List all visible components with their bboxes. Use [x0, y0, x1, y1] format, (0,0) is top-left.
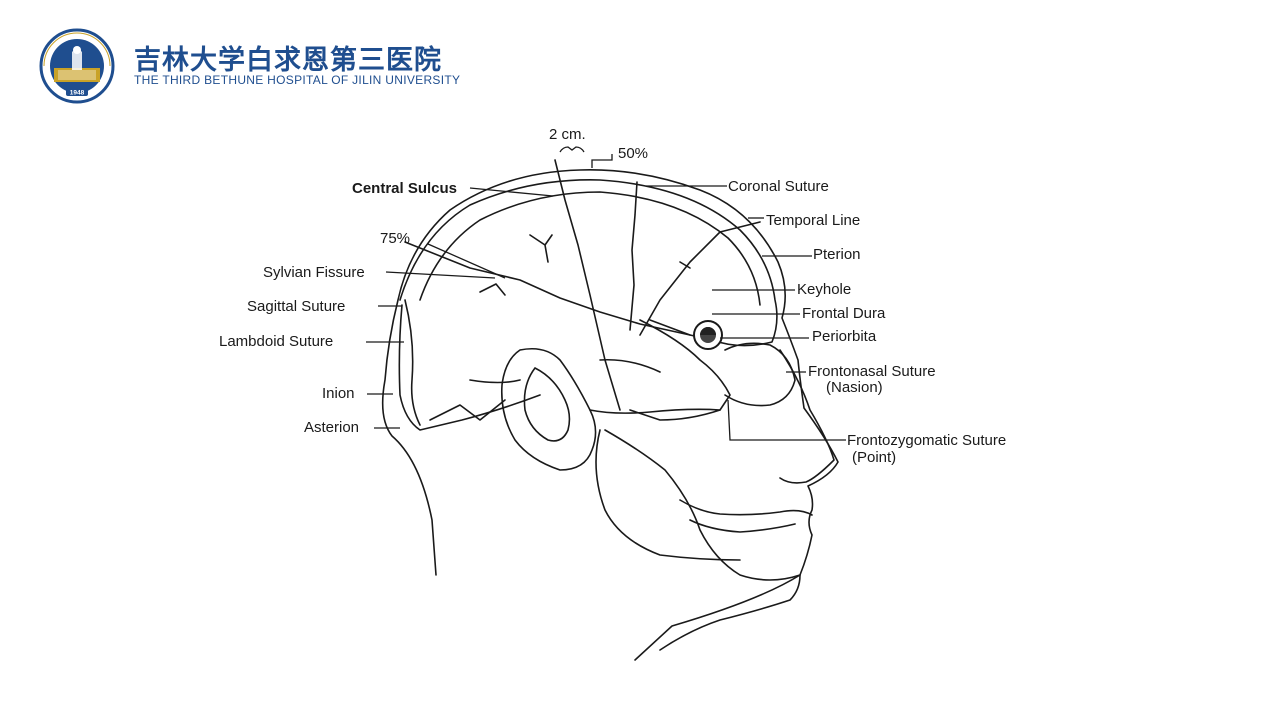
label-temporal-line: Temporal Line	[766, 212, 861, 229]
hospital-name-cn: 吉林大学白求恩第三医院	[134, 45, 442, 76]
logo-year: 1948	[70, 90, 85, 97]
asterion-suture	[429, 399, 506, 421]
squamous-suture	[469, 358, 661, 384]
sylvian-fissure-line	[404, 241, 691, 336]
label-lambdoid-suture: Lambdoid Suture	[219, 333, 334, 350]
neck-line	[659, 574, 801, 651]
label-pterion: Pterion	[813, 246, 861, 263]
lower-skull-margin	[398, 304, 541, 431]
lower-teeth	[689, 519, 796, 533]
nose	[779, 349, 835, 484]
crack-2	[479, 283, 506, 296]
keyhole-marker	[693, 320, 723, 350]
mandible	[604, 429, 801, 581]
lambdoid-suture-line	[404, 299, 421, 426]
upper-teeth	[679, 499, 813, 516]
label-coronal-suture: Coronal Suture	[728, 178, 829, 195]
crack-1	[529, 234, 553, 263]
fifty-percent-bracket	[591, 154, 613, 168]
temporal-line	[639, 221, 761, 336]
label-sagittal-suture: Sagittal Suture	[247, 298, 346, 315]
label-frontonasal-suture: Frontonasal Suture	[808, 363, 936, 380]
label-periorbita: Periorbita	[812, 328, 877, 345]
slide-header: 1948 吉林大学白求恩第三医院 THE THIRD BETHUNE HOSPI…	[0, 0, 1280, 110]
central-sulcus-line	[554, 159, 621, 411]
label-fifty-percent: 50%	[618, 145, 649, 162]
maxilla	[629, 319, 731, 421]
ear-outer	[500, 347, 597, 471]
label-point: (Point)	[852, 449, 897, 466]
label-central-sulcus: Central Sulcus	[352, 180, 458, 197]
label-two-cm: 2 cm.	[549, 126, 586, 143]
label-frontozygomatic-suture: Frontozygomatic Suture	[847, 432, 1007, 449]
skull-outline	[399, 179, 778, 347]
mandible-ramus	[595, 429, 741, 561]
label-nasion: (Nasion)	[826, 379, 883, 396]
label-inion: Inion	[322, 385, 355, 402]
inner-skull-outline	[419, 191, 761, 306]
hospital-emblem-icon: 1948	[39, 28, 115, 104]
outer-head-outline	[381, 169, 839, 661]
label-sylvian-fissure: Sylvian Fissure	[263, 264, 365, 281]
coronal-suture-line	[629, 181, 638, 331]
two-cm-bracket	[559, 146, 585, 153]
label-keyhole: Keyhole	[797, 281, 852, 298]
orbit	[724, 342, 796, 407]
ear-inner	[523, 367, 571, 442]
label-frontal-dura: Frontal Dura	[802, 305, 886, 322]
crack-3	[679, 261, 691, 269]
zygomatic-arch	[589, 408, 721, 414]
hospital-name-en: THE THIRD BETHUNE HOSPITAL OF JILIN UNIV…	[134, 73, 461, 87]
label-asterion: Asterion	[304, 419, 360, 436]
label-seventy-five-percent: 75%	[380, 230, 411, 247]
